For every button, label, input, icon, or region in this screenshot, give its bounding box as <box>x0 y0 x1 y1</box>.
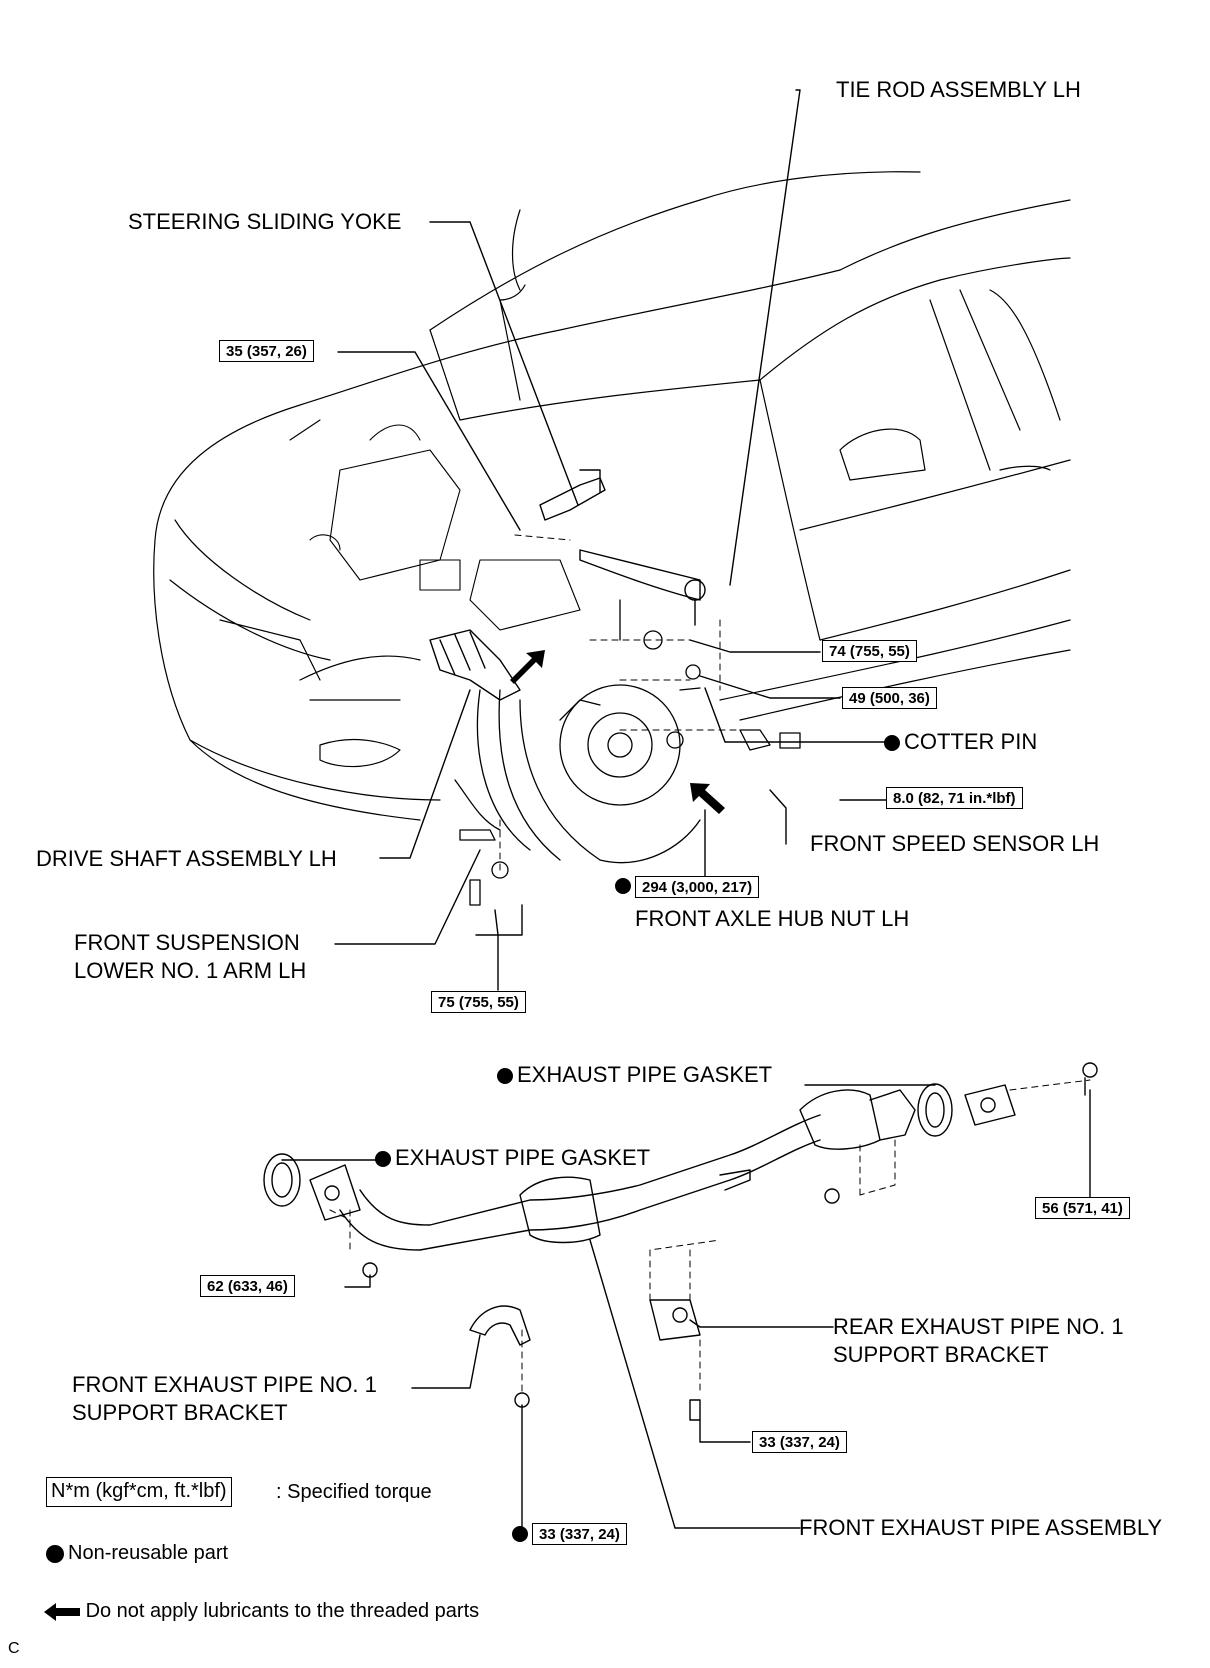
engine-bay <box>289 419 581 631</box>
label-front-support-line2: SUPPORT BRACKET <box>72 1400 288 1425</box>
leader-lines <box>281 89 1091 1533</box>
torque-8: 8.0 (82, 71 in.*lbf) <box>886 787 1023 809</box>
torque-33-rear: 33 (337, 24) <box>752 1431 847 1453</box>
legend-no-lube-text: Do not apply lubricants to the threaded … <box>85 1600 480 1622</box>
legend-nonreusable-text: Non-reusable part <box>68 1542 229 1564</box>
label-exhaust-gasket-left-text: EXHAUST PIPE GASKET <box>395 1145 651 1170</box>
label-steering-sliding-yoke: STEERING SLIDING YOKE <box>128 209 402 234</box>
nonreusable-dot-icon <box>497 1068 513 1085</box>
drive-shaft <box>429 629 521 701</box>
label-rear-support-line2: SUPPORT BRACKET <box>833 1342 1049 1367</box>
nonreusable-dot-icon <box>46 1544 64 1563</box>
tie-rod-shape <box>579 549 706 626</box>
torque-62: 62 (633, 46) <box>200 1275 295 1297</box>
torque-294-group <box>615 877 635 895</box>
wheel-hub <box>476 684 701 864</box>
torque-74: 74 (755, 55) <box>822 640 917 662</box>
nonreusable-dot-icon <box>512 1525 528 1542</box>
dashed-guides <box>329 534 1091 1396</box>
torque-294: 294 (3,000, 217) <box>635 876 760 898</box>
label-exhaust-gasket-top-text: EXHAUST PIPE GASKET <box>517 1062 773 1087</box>
nonreusable-dot-icon <box>884 735 900 752</box>
legend-torque-box: N*m (kgf*cm, ft.*lbf) <box>46 1477 232 1507</box>
nonreusable-dot-icon <box>615 877 631 894</box>
legend-nonreusable: Non-reusable part <box>46 1540 228 1566</box>
exhaust-system <box>263 1062 1098 1421</box>
label-rear-support-line1: REAR EXHAUST PIPE NO. 1 <box>833 1314 1124 1339</box>
torque-33-front-dot <box>512 1525 532 1543</box>
label-front-support-line1: FRONT EXHAUST PIPE NO. 1 <box>72 1372 377 1397</box>
left-arrow-icon <box>44 1602 80 1621</box>
legend-torque-text: : Specified torque <box>276 1481 432 1503</box>
label-front-axle-hub-nut-lh: FRONT AXLE HUB NUT LH <box>635 906 910 931</box>
no-lube-arrows <box>510 650 725 814</box>
label-front-speed-sensor-lh: FRONT SPEED SENSOR LH <box>810 831 1100 856</box>
torque-33-front: 33 (337, 24) <box>532 1523 627 1545</box>
label-cotter-pin-text: COTTER PIN <box>904 729 1038 754</box>
nonreusable-dot-icon <box>375 1151 391 1168</box>
torque-75: 75 (755, 55) <box>431 991 526 1013</box>
label-exhaust-pipe-gasket-left: EXHAUST PIPE GASKET <box>375 1145 650 1171</box>
torque-49: 49 (500, 36) <box>842 687 937 709</box>
label-front-suspension-line2: LOWER NO. 1 ARM LH <box>74 958 307 983</box>
torque-56: 56 (571, 41) <box>1035 1197 1130 1219</box>
steering-yoke-shape <box>539 469 606 521</box>
car-body-outline <box>153 171 1071 821</box>
label-exhaust-pipe-gasket-top: EXHAUST PIPE GASKET <box>497 1062 772 1088</box>
corner-mark: C <box>8 1640 20 1657</box>
label-front-suspension-line1: FRONT SUSPENSION <box>74 930 300 955</box>
label-tie-rod-assembly-lh: TIE ROD ASSEMBLY LH <box>836 77 1081 102</box>
label-cotter-pin: COTTER PIN <box>884 729 1037 755</box>
label-drive-shaft-assembly-lh: DRIVE SHAFT ASSEMBLY LH <box>36 846 337 871</box>
hub-parts <box>454 599 801 906</box>
legend-no-lube: Do not apply lubricants to the threaded … <box>44 1598 479 1624</box>
label-front-exhaust-pipe-assembly: FRONT EXHAUST PIPE ASSEMBLY <box>799 1515 1163 1540</box>
torque-35: 35 (357, 26) <box>219 340 314 362</box>
